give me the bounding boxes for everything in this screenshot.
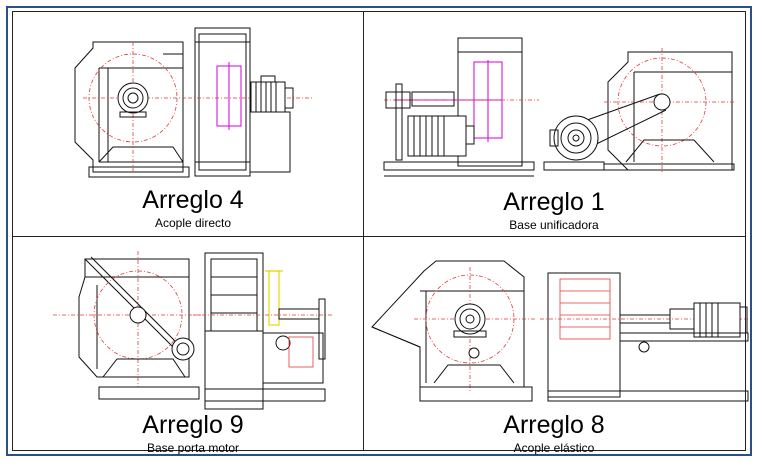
arreglo-4-drawing (74, 27, 313, 178)
panel-title: Arreglo 4 (142, 186, 244, 214)
panel-arreglo-8: Arreglo 8 Acople elástico (364, 237, 749, 458)
vertical-divider (363, 12, 364, 450)
panel-arreglo-9: Arreglo 9 Base porta motor (13, 237, 363, 458)
panel-subtitle: Base porta motor (146, 441, 240, 455)
panel-title: Arreglo 8 (503, 411, 605, 439)
panel-subtitle: Acople directo (154, 216, 232, 230)
arreglo-9-drawing (53, 251, 333, 410)
horizontal-divider (13, 236, 745, 237)
figure-frame: Arreglo 4 Acople directo (6, 6, 752, 456)
panel-subtitle: Acople elástico (513, 441, 595, 455)
panel-title: Arreglo 1 (503, 188, 605, 216)
panel-title: Arreglo 9 (142, 411, 244, 439)
figure-grid: Arreglo 4 Acople directo (12, 11, 749, 455)
panel-subtitle: Base unificadora (509, 218, 599, 232)
panel-arreglo-4: Arreglo 4 Acople directo (13, 12, 363, 236)
arreglo-8-drawing (371, 260, 749, 402)
arreglo-1-drawing (383, 37, 735, 177)
panel-arreglo-1: Arreglo 1 Base unificadora (364, 12, 749, 236)
